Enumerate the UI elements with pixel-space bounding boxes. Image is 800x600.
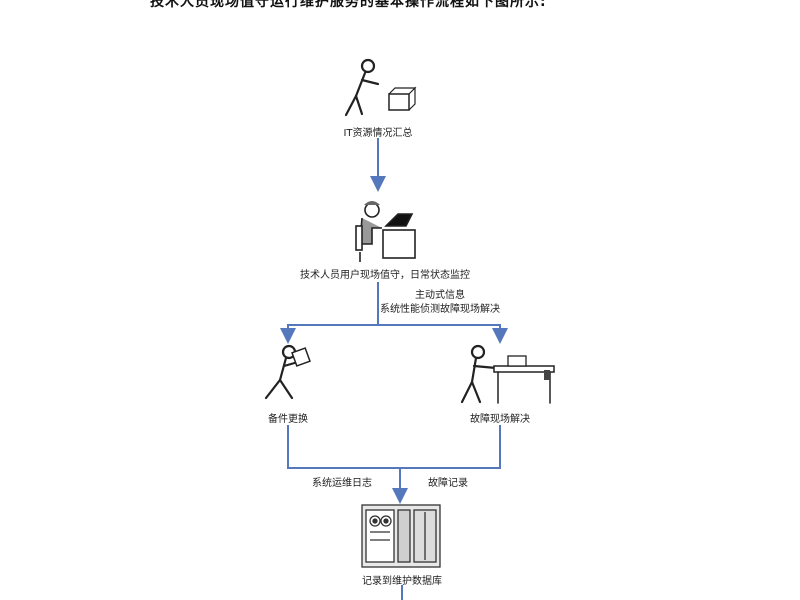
person-carrying-box-icon bbox=[344, 58, 417, 117]
edge-label-ops-log: 系统运维日志 bbox=[312, 478, 372, 489]
server-cabinet-icon bbox=[361, 504, 441, 568]
arrow-to-spare bbox=[280, 324, 378, 344]
arrow-to-fault bbox=[378, 324, 508, 344]
node-label-record-db: 记录到维护数据库 bbox=[362, 576, 442, 587]
node-label-it-summary: IT资源情况汇总 bbox=[343, 128, 413, 139]
edge-label-performance-detect: 系统性能侦测故障现场解决 bbox=[380, 304, 500, 315]
node-label-onsite-duty: 技术人员用户现场值守，日常状态监控 bbox=[300, 270, 470, 281]
node-label-spare-replace: 备件更换 bbox=[268, 414, 308, 425]
connectors bbox=[280, 138, 508, 600]
page-heading: 技术人员现场值守运行维护服务的基本操作流程如下图所示: bbox=[150, 0, 547, 10]
node-label-fault-resolve: 故障现场解决 bbox=[470, 414, 530, 425]
edge-label-proactive-info: 主动式信息 bbox=[415, 290, 465, 301]
person-at-desk-computer-icon bbox=[355, 201, 416, 262]
line-spare-merge bbox=[287, 425, 400, 469]
line-fault-merge bbox=[400, 425, 501, 469]
person-at-workbench-icon bbox=[460, 344, 555, 404]
person-walking-with-box-icon bbox=[264, 344, 311, 400]
edge-label-fault-record: 故障记录 bbox=[428, 478, 468, 489]
